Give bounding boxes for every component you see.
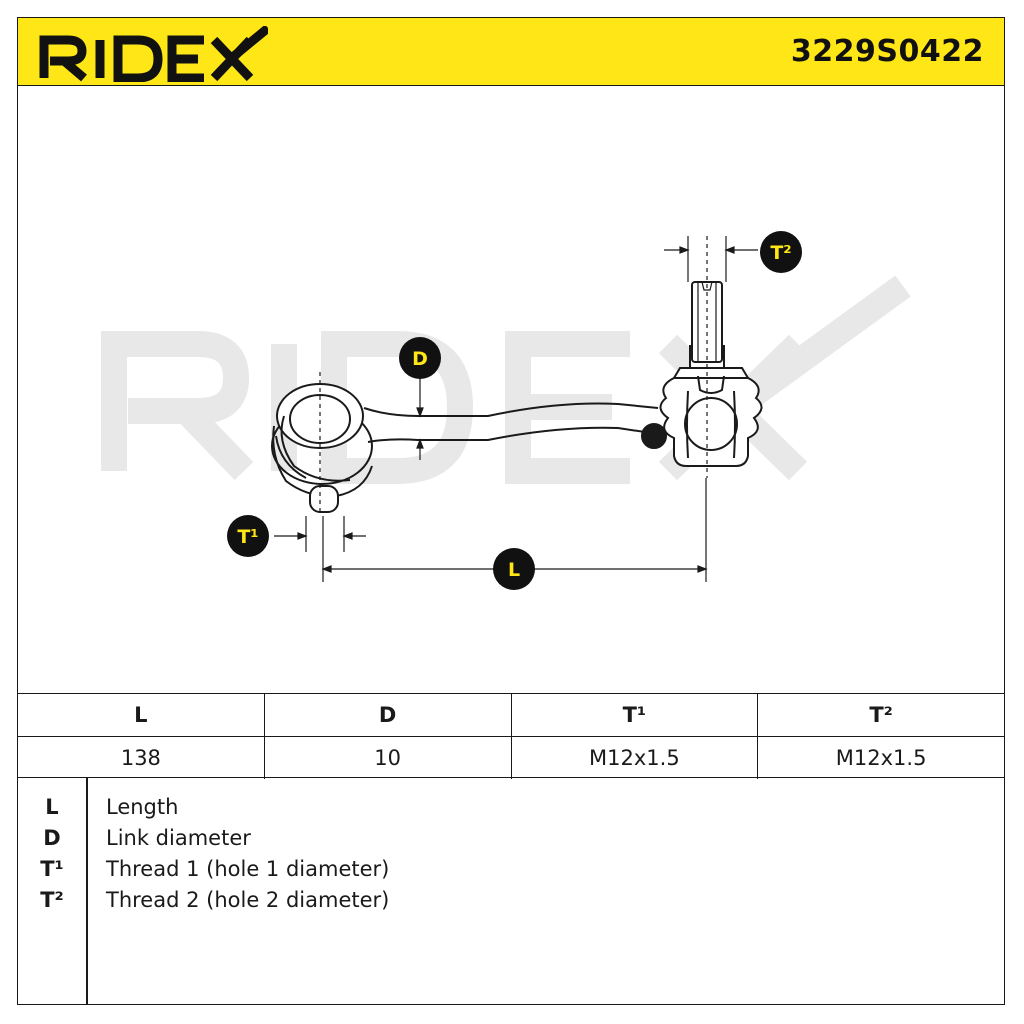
- legend: L Length D Link diameter T¹ Thread 1 (ho…: [18, 778, 1004, 1004]
- left-ball-joint: [271, 372, 373, 513]
- legend-text: Thread 2 (hole 2 diameter): [106, 888, 390, 912]
- legend-key: T²: [40, 888, 64, 912]
- legend-item: T² Thread 2 (hole 2 diameter): [18, 885, 1004, 916]
- spec-value-t1: M12x1.5: [512, 737, 759, 779]
- link-rod: [363, 402, 659, 443]
- watermark-logo: [101, 275, 911, 484]
- spec-table-values: 138 10 M12x1.5 M12x1.5: [18, 737, 1004, 779]
- legend-text: Length: [106, 795, 179, 819]
- spec-table-header: L D T¹ T²: [18, 694, 1004, 737]
- spec-table: L D T¹ T² 138 10 M12x1.5 M12x1.5: [18, 693, 1004, 779]
- marker-d: D: [399, 337, 441, 379]
- marker-t2-label: T²: [770, 242, 791, 264]
- datasheet: 3229S0422: [17, 17, 1005, 1005]
- spec-value-t2: M12x1.5: [835, 746, 927, 770]
- spec-header-t1: T¹: [512, 694, 759, 736]
- legend-key: D: [43, 826, 61, 850]
- legend-key: L: [45, 795, 59, 819]
- header-bar: 3229S0422: [18, 18, 1004, 86]
- spec-value-l: 138: [18, 737, 265, 779]
- legend-divider: [86, 778, 88, 1004]
- marker-l-label: L: [508, 559, 520, 581]
- spec-header-l: L: [18, 694, 265, 736]
- legend-text: Link diameter: [106, 826, 251, 850]
- marker-t1-label: T¹: [237, 526, 258, 548]
- marker-l: L: [493, 548, 535, 590]
- legend-item: L Length: [18, 792, 1004, 823]
- dimension-t2: [664, 236, 758, 282]
- legend-item: T¹ Thread 1 (hole 1 diameter): [18, 854, 1004, 885]
- spec-header-t2: T²: [869, 703, 893, 727]
- spec-header-d: D: [265, 694, 512, 736]
- dimension-d: [416, 376, 424, 460]
- right-ball-joint: [641, 236, 763, 478]
- stabilizer-link-drawing: T² D T¹ L: [101, 231, 911, 590]
- technical-drawing: T² D T¹ L: [18, 86, 1004, 693]
- marker-t2: T²: [760, 231, 802, 273]
- marker-d-label: D: [412, 348, 428, 370]
- legend-key: T¹: [40, 857, 64, 881]
- legend-item: D Link diameter: [18, 823, 1004, 854]
- spec-value-d: 10: [265, 737, 512, 779]
- dimension-t1: [274, 516, 366, 552]
- ridex-logo: [39, 26, 268, 82]
- part-number: 3229S0422: [790, 34, 984, 69]
- marker-t1: T¹: [227, 515, 269, 557]
- legend-text: Thread 1 (hole 1 diameter): [106, 857, 390, 881]
